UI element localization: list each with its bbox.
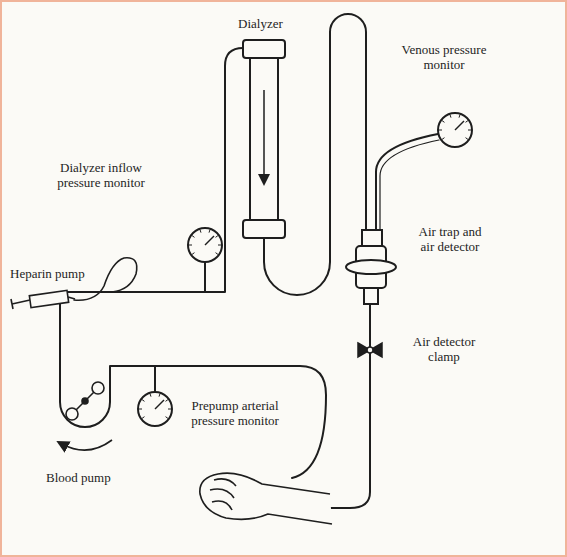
pump-segment — [60, 292, 110, 427]
air-trap — [346, 230, 396, 304]
gauge-tick — [159, 394, 161, 397]
gauge-tick — [459, 115, 461, 118]
part-label: Air trap and air detector — [414, 224, 486, 254]
gauge-tick — [468, 130, 471, 131]
dialyzer-cartridge — [243, 40, 285, 238]
part-label: Air detector clamp — [396, 334, 492, 364]
gauge-needle — [155, 121, 464, 409]
patient-arm — [200, 473, 332, 524]
part-label: Heparin pump — [10, 266, 106, 281]
gauge-stem — [154, 366, 156, 392]
gauge-tick — [442, 121, 444, 123]
gauge-tick — [142, 417, 144, 419]
gauge-tick — [192, 253, 194, 255]
gauge-ticks — [139, 115, 471, 419]
roller-pump — [62, 382, 112, 450]
gauge-tick — [450, 115, 452, 118]
part-label: Dialyzer — [238, 16, 308, 31]
pressure-gauge — [138, 113, 472, 426]
gauge-tick — [209, 230, 211, 233]
venous-return-tubing — [318, 304, 370, 508]
heparin-syringe — [11, 290, 75, 309]
venous-monitor-line — [380, 140, 439, 234]
gauge-tick — [166, 400, 168, 402]
gauge-tick — [466, 138, 468, 140]
gauge-tick — [439, 130, 442, 131]
gauge-stem — [204, 262, 206, 292]
venous-monitor-line — [376, 134, 438, 234]
gauge-tick — [466, 121, 468, 123]
gauge-tick — [189, 245, 192, 246]
part-label: Venous pressure monitor — [392, 42, 496, 72]
part-label: Blood pump — [46, 470, 142, 485]
gauge-tick — [216, 236, 218, 238]
part-label: Dialyzer inflow pressure monitor — [42, 160, 160, 190]
gauge-tick — [218, 245, 221, 246]
gauge-tick — [216, 253, 218, 255]
gauge-tick — [166, 417, 168, 419]
gauge-tick — [200, 230, 202, 233]
gauge-tick — [168, 409, 171, 410]
arterial-tubing — [110, 366, 326, 478]
gauge-tick — [192, 236, 194, 238]
clamp-symbol — [358, 343, 382, 357]
part-label: Prepump arterial pressure monitor — [180, 398, 290, 428]
gauge-tick — [150, 394, 152, 397]
gauge-tick — [139, 409, 142, 410]
gauge-tick — [142, 400, 144, 402]
gauge-tick — [442, 138, 444, 140]
